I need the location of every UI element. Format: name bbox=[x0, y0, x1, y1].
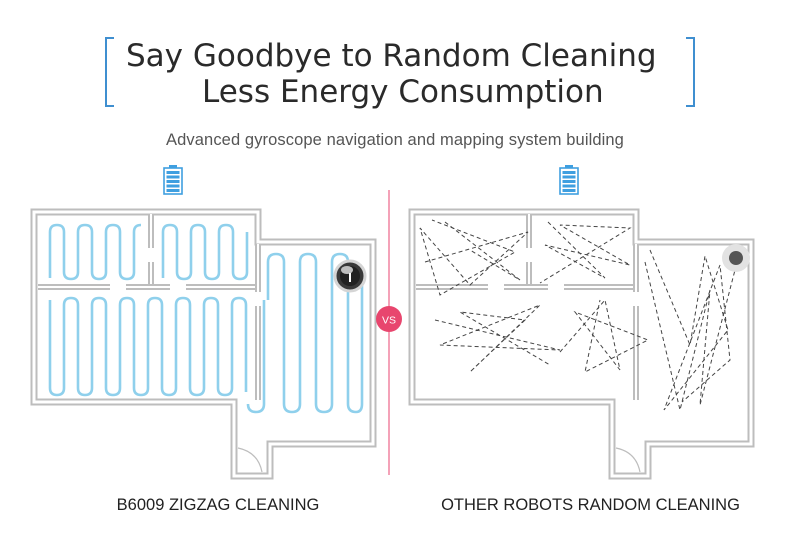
battery-full-icon bbox=[163, 164, 183, 195]
vs-badge bbox=[376, 306, 402, 332]
right-bracket bbox=[686, 37, 695, 107]
battery-full-icon bbox=[559, 164, 579, 195]
headline: Say Goodbye to Random Cleaning Less Ener… bbox=[100, 34, 700, 110]
zigzag-path-room-4 bbox=[266, 252, 364, 414]
zigzag-path-room-2 bbox=[161, 223, 249, 281]
random-floorplan bbox=[412, 212, 751, 476]
random-paths bbox=[419, 219, 736, 411]
headline-line-2: Less Energy Consumption bbox=[202, 74, 604, 110]
headline-brackets bbox=[105, 37, 695, 107]
caption-zigzag-cleaning: B6009 ZIGZAG CLEANING bbox=[116, 496, 320, 514]
zigzag-path-room-1 bbox=[48, 223, 142, 281]
caption-random-cleaning: OTHER ROBOTS RANDOM CLEANING bbox=[441, 496, 740, 514]
vs-badge-text: VS bbox=[382, 315, 396, 327]
robot-vacuum-icon bbox=[722, 244, 750, 272]
robot-vacuum-icon bbox=[333, 259, 367, 293]
zigzag-path-connector bbox=[246, 300, 266, 414]
subtitle: Advanced gyroscope navigation and mappin… bbox=[166, 131, 624, 149]
zigzag-floorplan bbox=[34, 212, 373, 476]
left-bracket bbox=[105, 37, 114, 107]
headline-line-1: Say Goodbye to Random Cleaning bbox=[126, 38, 657, 74]
zigzag-path-room-3 bbox=[48, 296, 248, 397]
